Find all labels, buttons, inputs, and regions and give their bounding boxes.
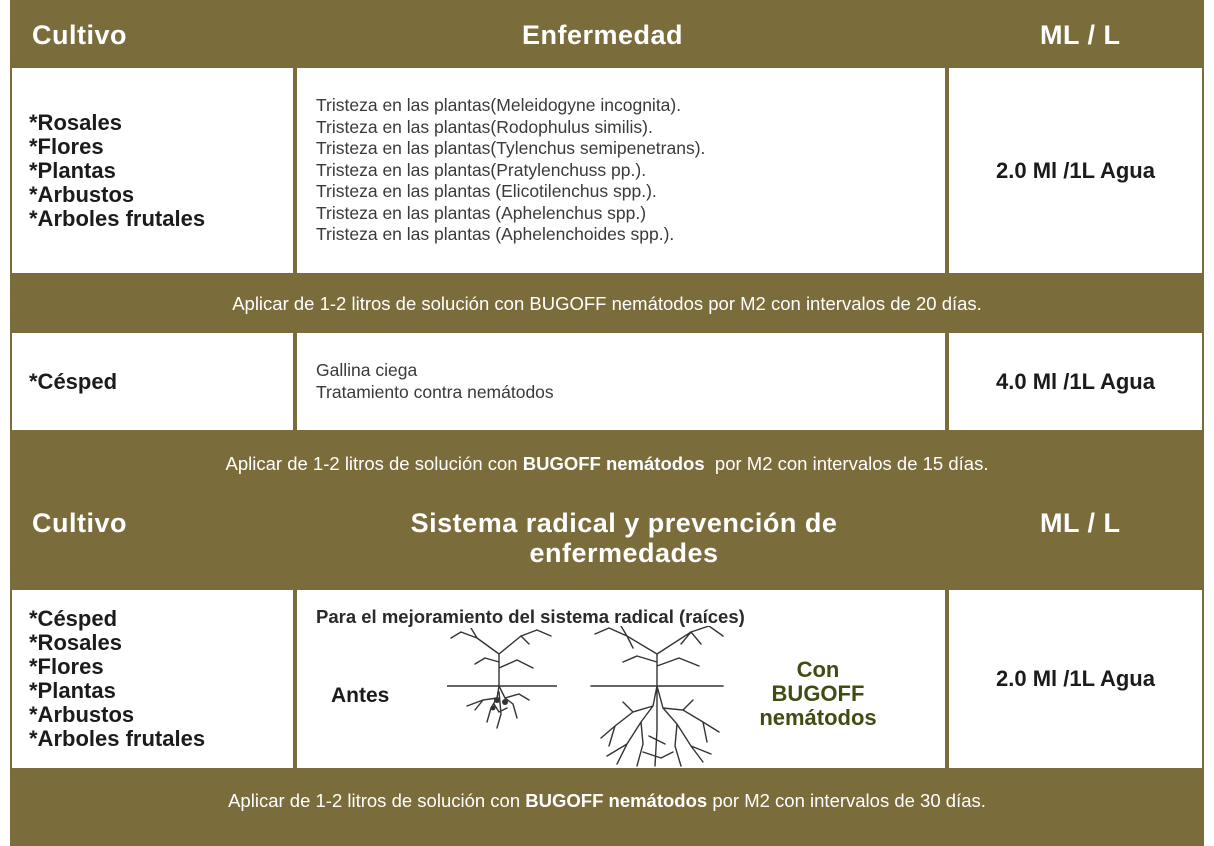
tree-after-icon [590,626,724,767]
note-30-dias: Aplicar de 1-2 litros de solución con BU… [10,790,1204,812]
header-cultivo: Cultivo [32,20,127,50]
row1-crops: *Rosales *Flores *Plantas *Arbustos *Arb… [29,109,206,231]
disease-item: Tristeza en las plantas (Aphelenchus spp… [316,202,647,223]
crop-item: *Plantas [29,678,116,703]
crop-item: *Flores [29,654,104,679]
table-frame: Cultivo Enfermedad ML / L *Rosales *Flor… [10,0,1204,846]
row1-dose: 2.0 Ml /1L Agua [949,68,1202,273]
note-text: por M2 con intervalos de 15 días. [704,453,989,474]
header-enfermedad: Enfermedad [522,20,684,50]
header-line: Sistema radical y prevención de [410,508,838,538]
note-15-dias: Aplicar de 1-2 litros de solución con BU… [10,453,1204,475]
note-text: por M2 con intervalos de 30 días. [707,790,986,811]
crop-item: *Rosales [29,630,122,655]
crop-item: *Arbustos [29,181,135,207]
note-text: Aplicar de 1-2 litros de solución con [228,790,526,811]
row1-diseases-cell: Tristeza en las plantas(Meleidogyne inco… [297,68,945,273]
row3-illustration-cell: Para el mejoramiento del sistema radical… [297,590,945,768]
disease-item: Tristeza en las plantas (Aphelenchoides … [316,224,675,245]
row2-crop: *Césped [29,368,118,394]
row3-crops-cell: *Césped *Rosales *Flores *Plantas *Arbus… [12,590,293,768]
tree-before-icon [447,628,557,729]
header-cultivo-2: Cultivo [32,508,127,538]
radical-subtitle: Para el mejoramiento del sistema radical… [316,606,745,627]
row1-diseases: Tristeza en las plantas(Meleidogyne inco… [316,95,705,246]
note-product: BUGOFF nemátodos [525,790,708,811]
after-label: Con BUGOFF nemátodos [733,658,903,730]
note-text: Aplicar de 1-2 litros de solución con [225,453,523,474]
row2-diseases-cell: Gallina ciega Tratamiento contra nemátod… [297,333,945,430]
crop-item: *Rosales [29,109,122,135]
disease-item: Tratamiento contra nemátodos [316,381,554,402]
row1-crops-cell: *Rosales *Flores *Plantas *Arbustos *Arb… [12,68,293,273]
crop-item: *Arboles frutales [29,726,206,751]
disease-item: Tristeza en las plantas (Elicotilenchus … [316,181,657,202]
row2-diseases: Gallina ciega Tratamiento contra nemátod… [316,360,554,403]
crop-item: *Flores [29,133,104,159]
after-label-line: Con [796,657,840,682]
note-product: BUGOFF nemátodos [522,453,705,474]
crop-item: *Arboles frutales [29,205,206,231]
before-label: Antes [331,684,390,707]
crop-item: *Césped [29,606,118,631]
disease-item: Tristeza en las plantas(Tylenchus semipe… [316,138,706,159]
crop-item: *Arbustos [29,702,135,727]
row3-crops: *Césped *Rosales *Flores *Plantas *Arbus… [29,607,205,751]
after-label-line: BUGOFF [771,681,865,706]
note-20-dias: Aplicar de 1-2 litros de solución con BU… [232,293,982,314]
disease-item: Tristeza en las plantas(Meleidogyne inco… [316,95,682,116]
header-dose-2: ML / L [1040,508,1121,538]
row2-dose: 4.0 Ml /1L Agua [949,333,1202,430]
disease-item: Tristeza en las plantas(Pratylenchuss pp… [316,159,647,180]
after-label-line: nemátodos [759,705,877,730]
row2-crop-cell: *Césped [12,333,293,430]
row3-dose: 2.0 Ml /1L Agua [949,590,1202,768]
disease-item: Tristeza en las plantas(Rodophulus simil… [316,116,653,137]
crop-item: *Plantas [29,157,116,183]
header-line: enfermedades [529,538,719,568]
disease-item: Gallina ciega [316,360,418,380]
header-dose: ML / L [1040,20,1121,50]
header-sistema-radical: Sistema radical y prevención de enfermed… [306,508,942,568]
